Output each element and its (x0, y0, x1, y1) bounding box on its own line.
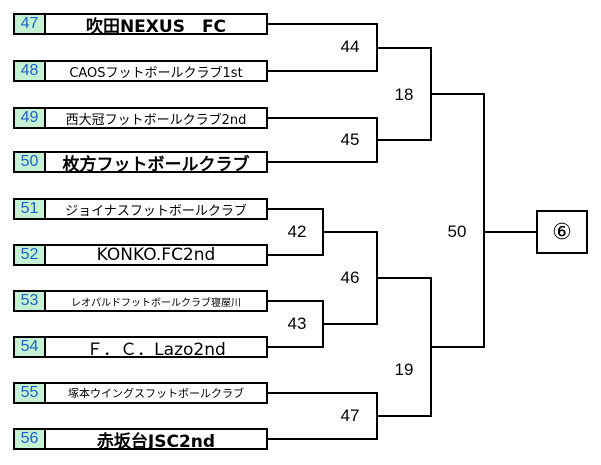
team-name: 西大冠フットボールクラブ2nd (65, 112, 247, 128)
team-slot-51: 51 ジョイナスフットボールクラブ (13, 198, 268, 220)
team-name: KONKO.FC2nd (96, 246, 216, 264)
final-label: ⑥ (552, 219, 572, 245)
team-slot-47: 47 吹田NEXUS FC (13, 13, 268, 35)
match-number-43: 43 (287, 314, 307, 333)
team-name: レオパルドフットボールクラブ寝屋川 (71, 297, 241, 309)
team-name: 枚方フットボールクラブ (62, 154, 250, 172)
team-name: ジョイナスフットボールクラブ (65, 203, 247, 219)
seed-number: 49 (15, 109, 46, 127)
team-slot-54: 54 Ｆ．Ｃ．Lazo2nd (13, 336, 268, 358)
team-slot-48: 48 CAOSフットボールクラブ1st (13, 60, 268, 82)
seed-number: 52 (15, 246, 46, 264)
team-name: 吹田NEXUS FC (85, 16, 227, 34)
match-number-19: 19 (394, 360, 414, 379)
seed-number: 47 (15, 15, 46, 33)
team-slot-52: 52 KONKO.FC2nd (13, 244, 268, 266)
seed-number: 54 (15, 338, 46, 356)
match-number-42: 42 (287, 222, 307, 241)
match-number-45: 45 (340, 130, 360, 149)
seed-number: 50 (15, 153, 46, 171)
seed-number: 56 (15, 430, 46, 448)
team-slot-55: 55 塚本ウイングスフットボールクラブ (13, 382, 268, 404)
team-name: Ｆ．Ｃ．Lazo2nd (86, 339, 226, 357)
final-slot: ⑥ (536, 210, 588, 254)
team-slot-56: 56 赤坂台JSC2nd (13, 428, 268, 450)
team-name: CAOSフットボールクラブ1st (69, 65, 243, 81)
seed-number: 53 (15, 292, 46, 310)
team-slot-50: 50 枚方フットボールクラブ (13, 151, 268, 173)
team-name: 赤坂台JSC2nd (96, 431, 216, 449)
match-number-46: 46 (340, 268, 360, 287)
seed-number: 48 (15, 62, 46, 80)
match-number-50: 50 (447, 222, 467, 241)
seed-number: 55 (15, 384, 46, 402)
team-name: 塚本ウイングスフットボールクラブ (68, 387, 244, 400)
match-number-47: 47 (340, 406, 360, 425)
team-slot-49: 49 西大冠フットボールクラブ2nd (13, 107, 268, 129)
match-number-44: 44 (340, 37, 360, 56)
match-number-18: 18 (394, 85, 414, 104)
seed-number: 51 (15, 200, 46, 218)
team-slot-53: 53 レオパルドフットボールクラブ寝屋川 (13, 290, 268, 312)
